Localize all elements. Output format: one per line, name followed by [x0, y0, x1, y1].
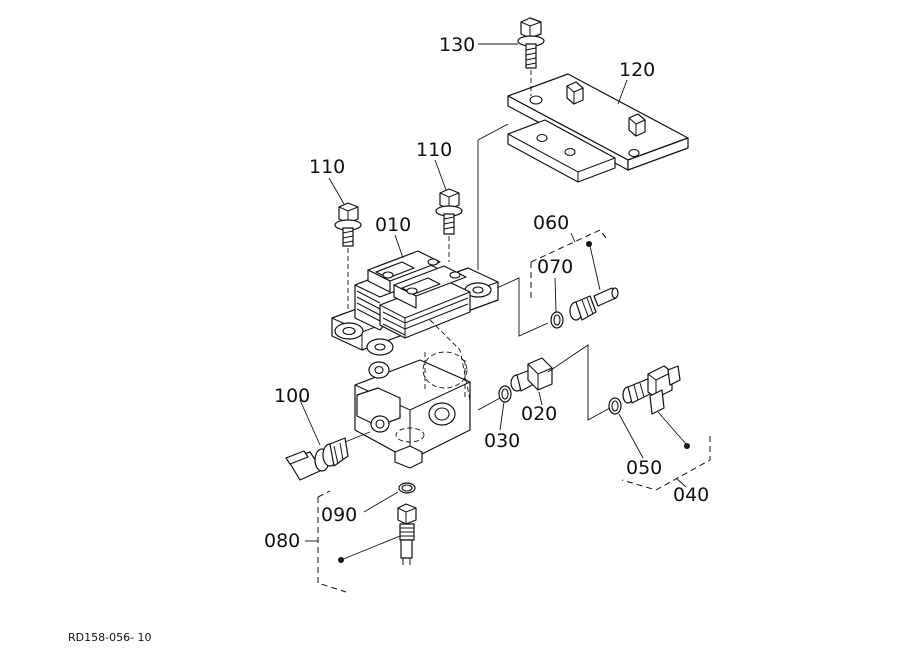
bolt-part-110-right — [435, 188, 463, 262]
reference-code: RD158-056- 10 — [68, 631, 152, 644]
group-bracket-080 — [317, 490, 347, 593]
leader-lines — [299, 43, 687, 542]
o-ring-part-050 — [608, 397, 622, 415]
bracket-part-120 — [507, 73, 689, 183]
callout-080: 080 — [264, 530, 300, 552]
fitting-part-020 — [510, 357, 553, 392]
callout-070: 070 — [537, 256, 573, 278]
callout-090: 090 — [321, 504, 357, 526]
callout-100: 100 — [274, 385, 310, 407]
callout-130: 130 — [439, 34, 475, 56]
sensor-part-080 — [338, 503, 417, 565]
callout-060: 060 — [533, 212, 569, 234]
o-ring-part-090 — [398, 482, 416, 494]
bolt-part-110-left — [334, 202, 362, 330]
fitting-part-060 — [569, 241, 619, 321]
callout-010: 010 — [375, 214, 411, 236]
bolt-part-130 — [517, 17, 545, 96]
group-bracket-060 — [530, 229, 607, 300]
callout-110-left: 110 — [309, 156, 345, 178]
callout-030: 030 — [484, 430, 520, 452]
fitting-part-040 — [622, 365, 690, 449]
callout-110-right: 110 — [416, 139, 452, 161]
sensor-part-100 — [285, 431, 371, 481]
callout-050: 050 — [626, 457, 662, 479]
callout-020: 020 — [521, 403, 557, 425]
o-ring-part-030 — [498, 385, 512, 403]
callout-120: 120 — [619, 59, 655, 81]
group-bracket-040 — [621, 436, 711, 491]
o-ring-part-070 — [550, 311, 564, 329]
pump-body-part-010 — [331, 250, 499, 469]
callout-040: 040 — [673, 484, 709, 506]
